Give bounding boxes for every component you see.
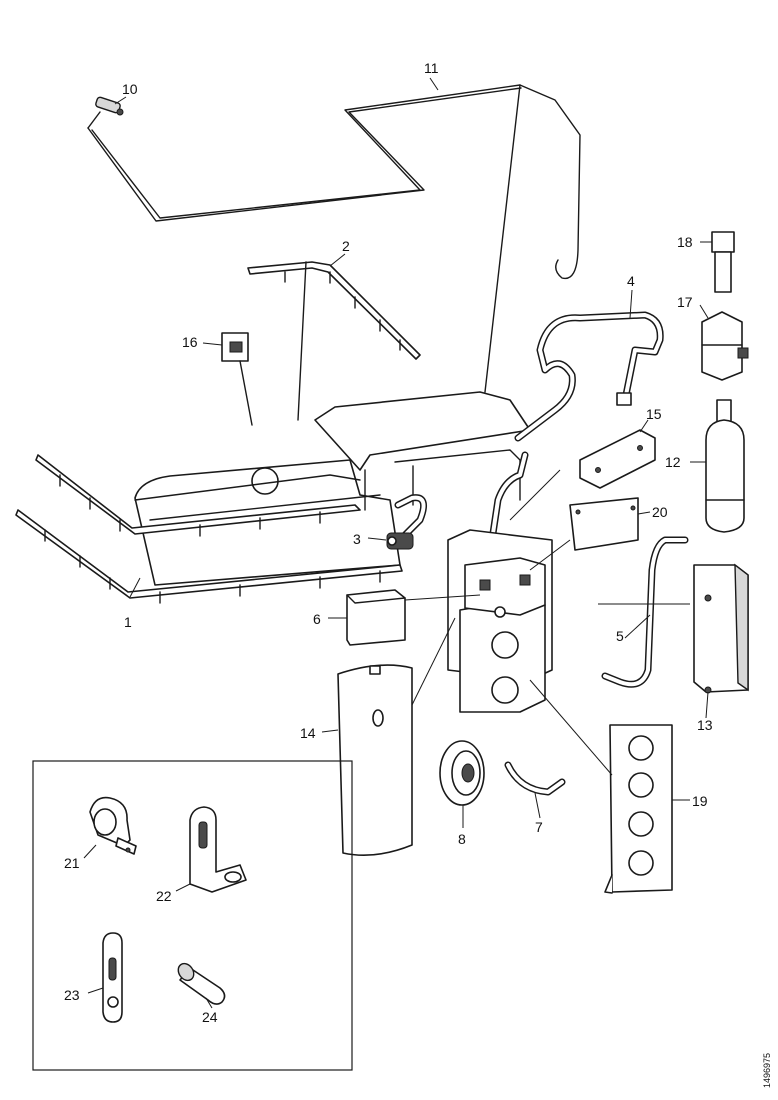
callout-21: 21 <box>64 855 80 871</box>
callout-14: 14 <box>300 725 316 741</box>
callout-1: 1 <box>124 614 132 630</box>
callout-11: 11 <box>424 60 439 76</box>
part-7-small-hose <box>504 761 566 796</box>
part-8-pulley <box>439 740 485 806</box>
callout-3: 3 <box>353 531 361 547</box>
leader-lines <box>114 77 712 828</box>
part-13-cover-panel <box>693 563 749 694</box>
callout-4: 4 <box>627 273 635 289</box>
callout-10: 10 <box>122 81 138 97</box>
part-11-hose-loop <box>87 84 581 393</box>
callout-labels: 10 11 2 18 4 17 16 15 12 20 3 1 6 5 13 1… <box>64 60 772 1088</box>
part-15-bracket <box>579 429 656 489</box>
part-5-hose <box>601 536 689 688</box>
main-tray-assembly <box>134 391 531 586</box>
part-3-valve <box>386 494 428 550</box>
part-22-bracket <box>175 806 247 893</box>
part-14-tall-enclosure <box>337 664 413 857</box>
callout-15: 15 <box>646 406 662 422</box>
inset-frame <box>32 760 353 1071</box>
part-17-fitting <box>701 311 749 381</box>
callout-5: 5 <box>616 628 624 644</box>
callout-18: 18 <box>677 234 693 250</box>
part-20-plate <box>569 497 639 551</box>
callout-20: 20 <box>652 504 668 520</box>
part-21-clamp <box>83 796 137 859</box>
part-24-sleeve <box>177 962 226 1009</box>
callout-7: 7 <box>535 819 543 835</box>
callout-6: 6 <box>313 611 321 627</box>
part-2-strip <box>247 261 421 421</box>
part-18-cap <box>711 231 735 293</box>
part-6-filter-box <box>346 589 406 646</box>
callout-13: 13 <box>697 717 713 733</box>
callout-8: 8 <box>458 831 466 847</box>
callout-12: 12 <box>665 454 681 470</box>
central-valve-block <box>447 451 553 713</box>
part-12-gas-cylinder <box>705 399 745 533</box>
part-23-strap <box>87 932 123 1023</box>
part-1-trim-strips <box>15 454 403 604</box>
callout-23: 23 <box>64 987 80 1003</box>
part-10-pin <box>87 96 124 129</box>
part-4-bent-tube <box>514 311 664 442</box>
callout-17: 17 <box>677 294 693 310</box>
callout-2: 2 <box>342 238 350 254</box>
callout-16: 16 <box>182 334 198 350</box>
detail-inset <box>32 760 353 1071</box>
callout-19: 19 <box>692 793 708 809</box>
callout-24: 24 <box>202 1009 218 1025</box>
callout-22: 22 <box>156 888 172 904</box>
part-16-clip <box>221 332 253 426</box>
part-19-perforated-panel <box>604 724 673 894</box>
reference-number: 1496975 <box>762 1053 772 1088</box>
